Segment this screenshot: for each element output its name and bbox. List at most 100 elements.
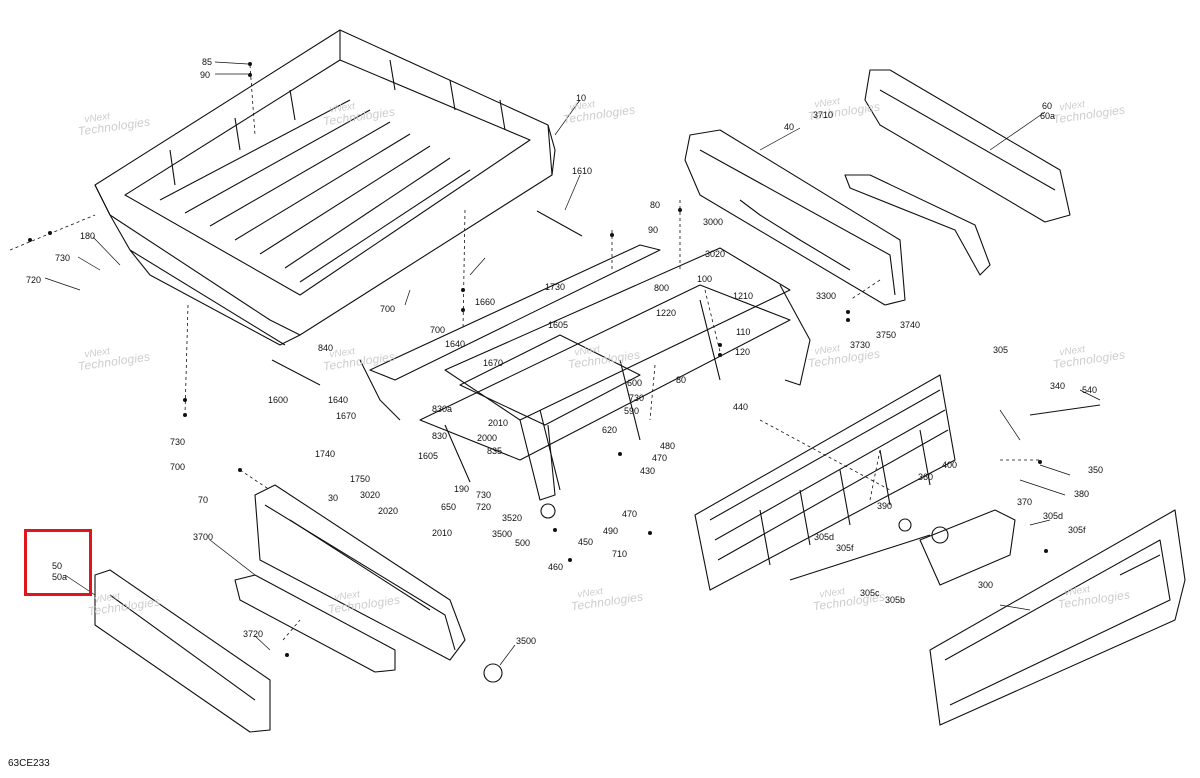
callout: 620 (602, 425, 618, 435)
callout: 1610 (572, 166, 593, 176)
callout: 80 (650, 200, 661, 210)
callout: 500 (515, 538, 531, 548)
callout: 540 (1082, 385, 1098, 395)
highlight-box (24, 529, 92, 596)
callout: 300 (978, 580, 994, 590)
side-panel-40 (684, 129, 906, 306)
callout: 1670 (483, 358, 504, 368)
callout: 85 (202, 57, 213, 67)
callout: 2000 (477, 433, 498, 443)
callout: 490 (603, 526, 619, 536)
callout: 3020 (705, 249, 726, 259)
callout: 305b (885, 595, 906, 605)
callout: 180 (80, 231, 96, 241)
callout: 835 (487, 446, 503, 456)
callout: 40 (784, 122, 795, 132)
callout: 590 (624, 406, 640, 416)
callout: 10 (576, 93, 587, 103)
callout: 720 (26, 275, 42, 285)
callout: 730 (55, 253, 71, 263)
rail-50 (94, 569, 271, 733)
callout: 710 (612, 549, 628, 559)
callout: 80 (676, 375, 687, 385)
callout: 450 (578, 537, 594, 547)
callout: 830a (432, 404, 453, 414)
tailgate-inner-305 (694, 374, 956, 591)
callout: 120 (735, 347, 751, 357)
callout: 800 (654, 283, 670, 293)
callout: 1220 (656, 308, 677, 318)
callout: 2010 (488, 418, 509, 428)
cap-3500 (483, 663, 503, 683)
rail-60 (864, 69, 1071, 223)
callout: 470 (622, 509, 638, 519)
callout: 305d (1043, 511, 1064, 521)
cargo-box-part (94, 29, 556, 346)
callout: 110 (736, 327, 751, 337)
cap-3520 (540, 503, 556, 519)
callout: 700 (170, 462, 186, 472)
callout: 1605 (418, 451, 439, 461)
callout: 390 (877, 501, 893, 511)
callout: 460 (548, 562, 564, 572)
callout: 305d (814, 532, 835, 542)
callout: 400 (942, 460, 958, 470)
callout: 1730 (545, 282, 566, 292)
callout: 3500 (516, 636, 537, 646)
figure-code: 63CE233 (8, 758, 50, 769)
callout: 730 (476, 490, 492, 500)
cable-305d (789, 534, 931, 581)
callout: 340 (1050, 381, 1066, 391)
callout: 700 (430, 325, 446, 335)
callout: 840 (318, 343, 334, 353)
callout: 600 (627, 378, 643, 388)
rod-1610 (536, 210, 583, 237)
callout: 1640 (445, 339, 466, 349)
callout: 1660 (475, 297, 496, 307)
callout: 60 (1042, 101, 1053, 111)
frame-part (359, 244, 811, 501)
callout: 2010 (432, 528, 453, 538)
callout: 3020 (360, 490, 381, 500)
highlight-callout: 50a (52, 572, 68, 582)
callout: 1740 (315, 449, 336, 459)
callout: 380 (1074, 489, 1090, 499)
callout: 3730 (850, 340, 871, 350)
side-panel-30 (254, 484, 466, 661)
callout: 470 (652, 453, 668, 463)
callout: 30 (328, 493, 339, 503)
callout: 305f (1068, 525, 1086, 535)
callout: 90 (648, 225, 659, 235)
callout: 830 (432, 431, 448, 441)
callout: 3500 (492, 529, 513, 539)
callout: 1600 (268, 395, 289, 405)
callout: 480 (660, 441, 676, 451)
tailgate-outer-300 (929, 509, 1186, 726)
callout: 60a (1040, 111, 1056, 121)
callout: 190 (454, 484, 470, 494)
callout: 2020 (378, 506, 399, 516)
callout: 350 (1088, 465, 1104, 475)
callout: 720 (476, 502, 492, 512)
callout: 70 (198, 495, 209, 505)
rod-1600 (271, 359, 321, 386)
callout: 305f (836, 543, 854, 553)
callout: 730 (629, 393, 645, 403)
callout: 1210 (733, 291, 754, 301)
callout: 360 (918, 472, 934, 482)
callout: 3300 (816, 291, 837, 301)
callout: 430 (640, 466, 656, 476)
callout: 650 (441, 502, 457, 512)
callout: 370 (1017, 497, 1033, 507)
callout: 305c (860, 588, 880, 598)
callout: 700 (380, 304, 396, 314)
callout: 1605 (548, 320, 569, 330)
highlight-callout: 50 (52, 561, 63, 571)
trim-3710 (844, 174, 991, 276)
callout: 440 (733, 402, 749, 412)
callout: 3710 (813, 110, 834, 120)
callout: 3740 (900, 320, 921, 330)
callout: 730 (170, 437, 186, 447)
callout: 100 (697, 274, 713, 284)
